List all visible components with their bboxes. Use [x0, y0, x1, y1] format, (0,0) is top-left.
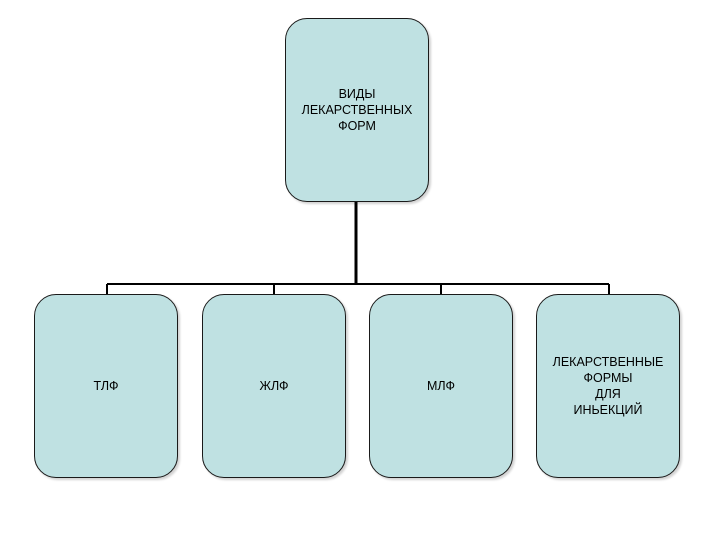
child-node-mlf: МЛФ — [369, 294, 513, 478]
root-node-label: ВИДЫ ЛЕКАРСТВЕННЫХ ФОРМ — [301, 87, 413, 133]
child-node-zhlf: ЖЛФ — [202, 294, 346, 478]
child-node-label: ЛЕКАРСТВЕННЫЕ ФОРМЫ ДЛЯ ИНЬЕКЦИЙ — [552, 355, 664, 417]
child-node-label: ТЛФ — [93, 379, 119, 393]
child-node-tlf: ТЛФ — [34, 294, 178, 478]
root-node: ВИДЫ ЛЕКАРСТВЕННЫХ ФОРМ — [285, 18, 429, 202]
child-node-label: МЛФ — [427, 379, 455, 393]
child-node-label: ЖЛФ — [259, 379, 289, 393]
child-node-injection-forms: ЛЕКАРСТВЕННЫЕ ФОРМЫ ДЛЯ ИНЬЕКЦИЙ — [536, 294, 680, 478]
